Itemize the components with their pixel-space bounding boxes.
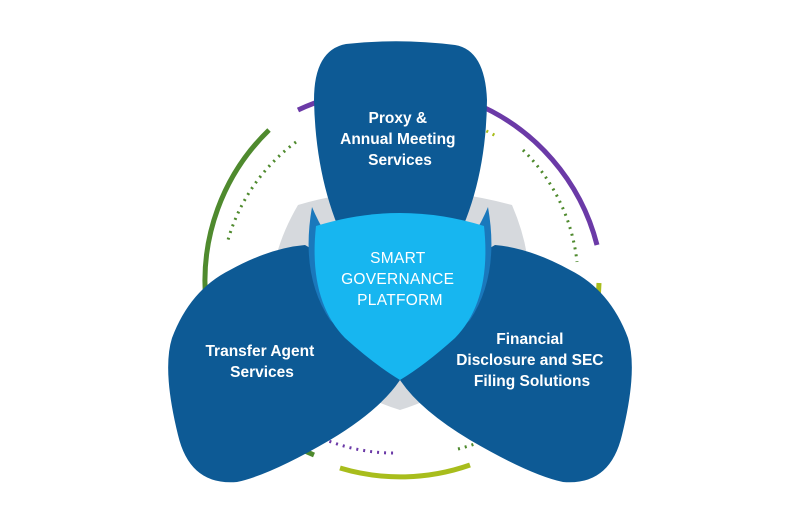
center-label: SMART GOVERNANCE PLATFORM [341, 250, 459, 309]
lime-arc-bottom [339, 462, 471, 480]
financial-label-line-1: Financial [496, 331, 563, 348]
dotted-arc-left [226, 140, 297, 241]
financial-label: Financial Disclosure and SEC Filing Solu… [456, 331, 608, 390]
transfer-label: Transfer Agent Services [205, 343, 318, 381]
dotted-arc-right [521, 148, 579, 263]
financial-label-line-3: Filing Solutions [474, 373, 590, 390]
transfer-label-line-2: Services [230, 364, 294, 381]
proxy-label: Proxy & Annual Meeting Services [340, 110, 460, 169]
proxy-label-line-2: Annual Meeting [340, 131, 455, 148]
petal-proxy [314, 41, 487, 380]
center-label-line-3: PLATFORM [357, 292, 443, 309]
center-platform [314, 213, 486, 380]
transfer-label-line-1: Transfer Agent [205, 343, 314, 360]
green-arc-left [202, 128, 271, 303]
financial-label-line-2: Disclosure and SEC [456, 352, 603, 369]
proxy-label-line-3: Services [368, 152, 432, 169]
center-label-line-1: SMART [370, 250, 426, 267]
purple-arc-right [473, 100, 600, 246]
proxy-label-line-1: Proxy & [369, 110, 428, 127]
center-label-line-2: GOVERNANCE [341, 271, 454, 288]
